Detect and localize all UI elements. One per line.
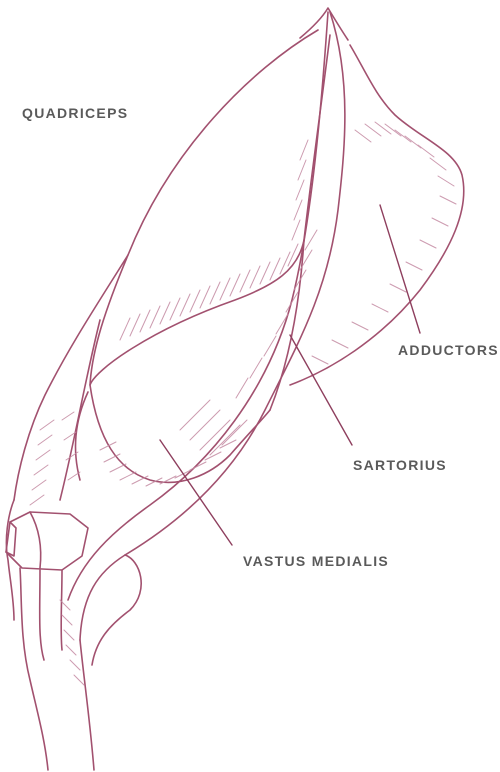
adductors-leader-line [379, 204, 421, 334]
patella-outline [5, 511, 89, 571]
rectus-inner-border [269, 239, 305, 411]
patellar-tendon-mid [38, 569, 45, 661]
patellar-tendon-left [19, 567, 49, 771]
gracilis-edge [91, 554, 142, 666]
vastus-medialis-outline [89, 384, 271, 484]
vastus-lateralis-edge [13, 254, 129, 501]
patella-left-face [5, 521, 17, 557]
leader-lines [159, 204, 421, 546]
quadriceps-label: QUADRICEPS [22, 105, 129, 121]
patellar-tendon-right [60, 569, 63, 651]
adductors-label: ADDUCTORS [398, 342, 499, 358]
sartorius-muscle-left-edge [67, 11, 329, 601]
knee-side-line [5, 499, 15, 621]
quadriceps-tendon-left [59, 319, 101, 501]
patella-inner [29, 511, 42, 569]
lower-leg-right-edge [79, 639, 95, 771]
sartorius-leader-line [289, 334, 353, 446]
vastus-medialis-leader-line [159, 439, 233, 546]
sartorius-label: SARTORIUS [353, 457, 447, 473]
sartorius-origin-tip [299, 7, 349, 41]
vastus-medialis-lower [74, 391, 89, 481]
quadriceps-muscle-outline [89, 29, 331, 386]
vastus-medialis-label: VASTUS MEDIALIS [243, 553, 390, 569]
sartorius-muscle-right-edge [79, 11, 346, 641]
adductors-muscle-outline [289, 44, 465, 386]
